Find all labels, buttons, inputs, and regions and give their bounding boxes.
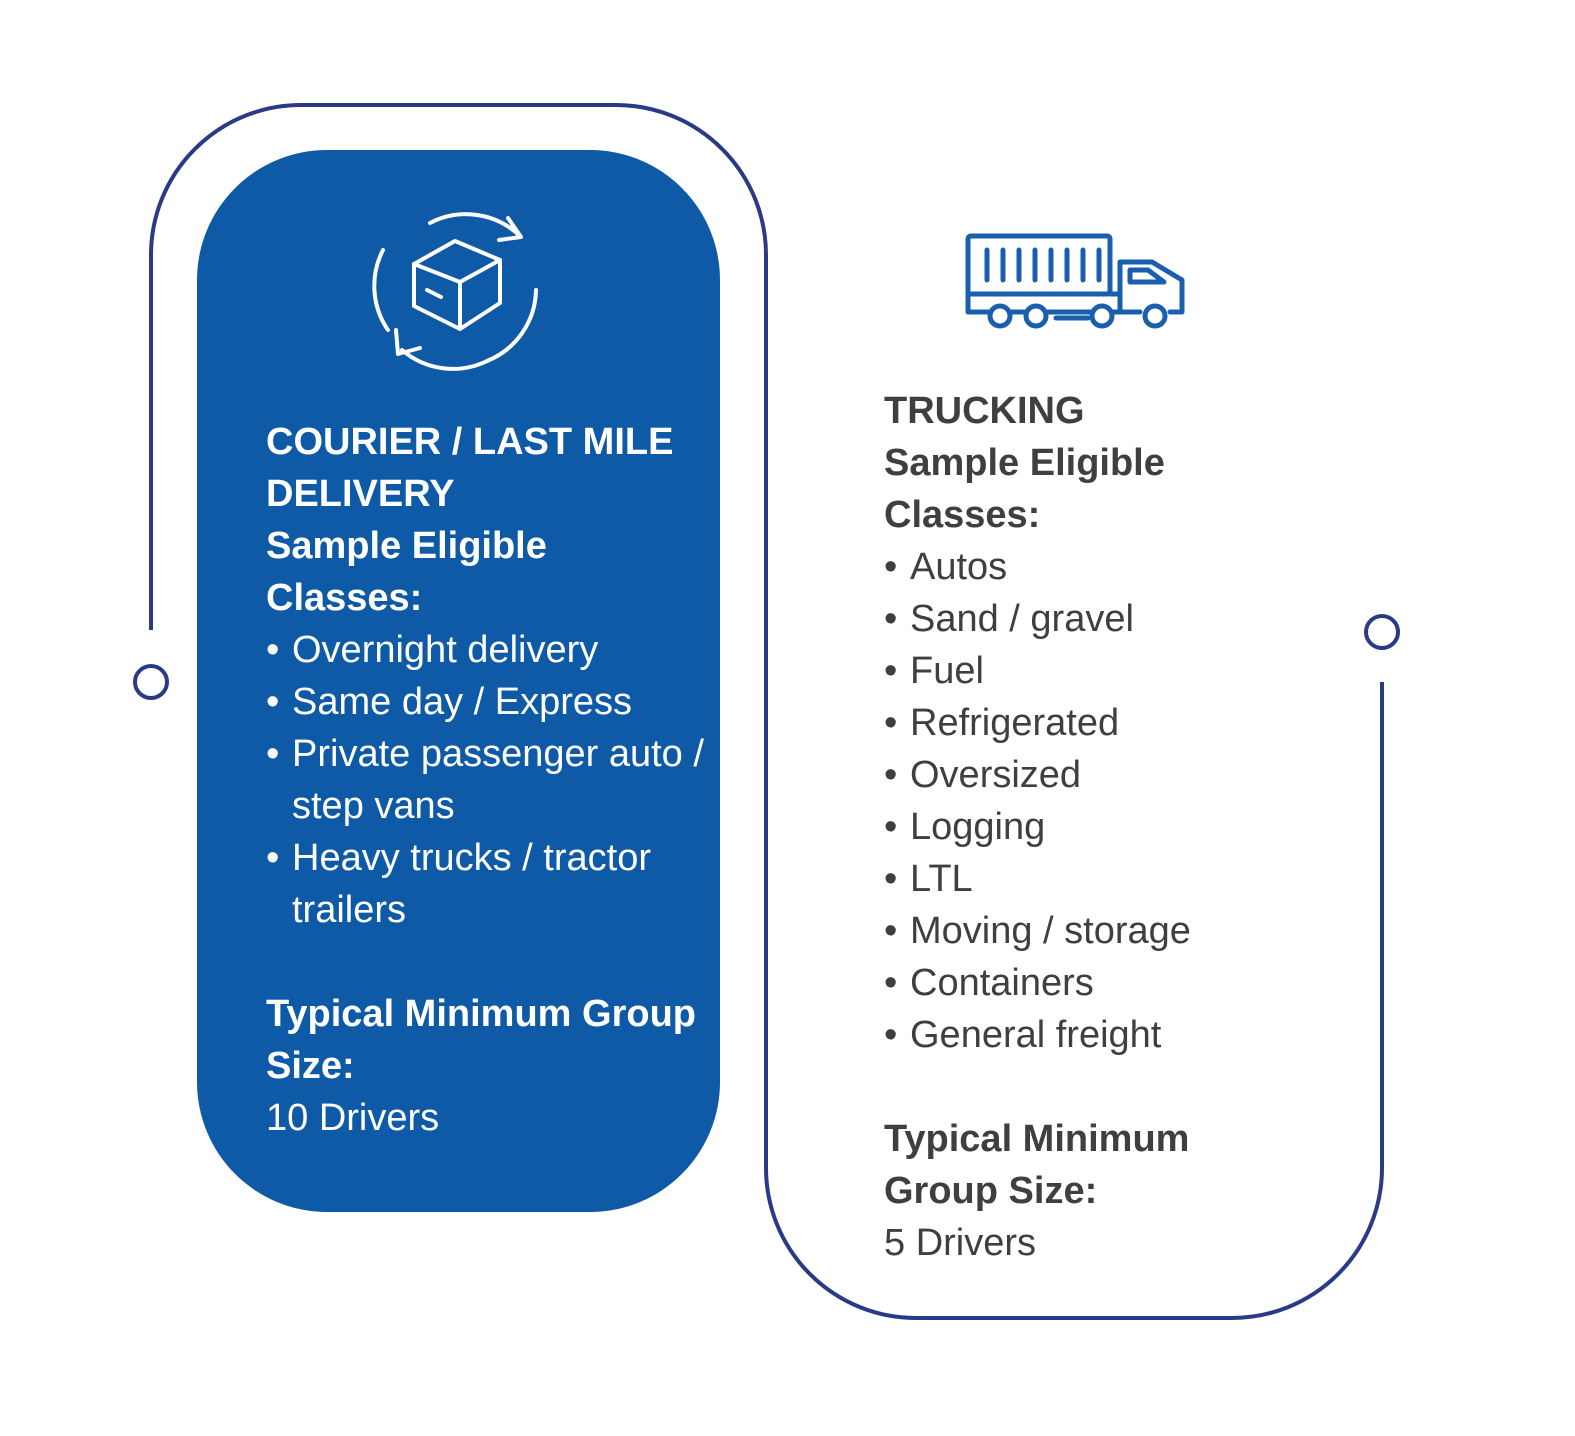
- trucking-class-list: Autos Sand / gravel Fuel Refrigerated Ov…: [884, 541, 1304, 1061]
- list-item: Moving / storage: [884, 905, 1304, 957]
- list-item: Overnight delivery: [266, 624, 706, 676]
- courier-class-list: Overnight delivery Same day / Express Pr…: [266, 624, 706, 936]
- connector-circle-right: [1364, 614, 1400, 650]
- list-item: Logging: [884, 801, 1304, 853]
- trucking-title: TRUCKING: [884, 390, 1085, 432]
- courier-min-heading: Typical Minimum Group Size:: [266, 993, 696, 1087]
- courier-section: COURIER / LAST MILE DELIVERY Sample Elig…: [266, 416, 706, 1144]
- list-item: Autos: [884, 541, 1304, 593]
- box-cycle-icon: [372, 212, 538, 371]
- list-item: Heavy trucks / tractor trailers: [266, 832, 706, 936]
- trucking-min-value: 5 Drivers: [884, 1222, 1037, 1264]
- list-item: Same day / Express: [266, 676, 706, 728]
- trucking-section: TRUCKING Sample Eligible Classes: Autos …: [884, 385, 1304, 1269]
- list-item: LTL: [884, 853, 1304, 905]
- list-item: General freight: [884, 1009, 1304, 1061]
- courier-outline: [149, 103, 1384, 1320]
- courier-classes-heading: Sample Eligible Classes:: [266, 525, 547, 619]
- list-item: Oversized: [884, 749, 1304, 801]
- trucking-min-heading: Typical Minimum Group Size:: [884, 1118, 1190, 1212]
- list-item: Containers: [884, 957, 1304, 1009]
- courier-min-value: 10 Drivers: [266, 1097, 440, 1139]
- list-item: Sand / gravel: [884, 593, 1304, 645]
- courier-title: COURIER / LAST MILE DELIVERY: [266, 421, 674, 515]
- connector-circle-left: [133, 664, 169, 700]
- list-item: Refrigerated: [884, 697, 1304, 749]
- list-item: Fuel: [884, 645, 1304, 697]
- container-truck-icon: [965, 233, 1185, 329]
- trucking-classes-heading: Sample Eligible Classes:: [884, 442, 1165, 536]
- list-item: Private passenger auto / step vans: [266, 728, 706, 832]
